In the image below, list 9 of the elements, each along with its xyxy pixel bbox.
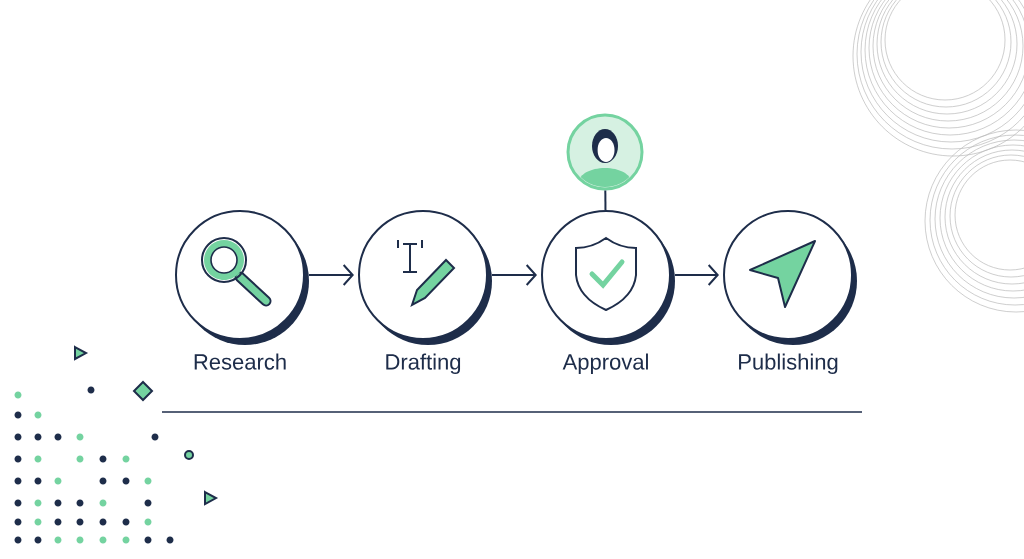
node-label: Drafting — [386, 353, 461, 375]
node-label: Research — [194, 353, 286, 370]
arrow — [491, 264, 537, 286]
avatar — [566, 113, 644, 191]
node-label: Approval — [562, 353, 648, 375]
connector-line — [604, 189, 607, 211]
arrow — [674, 264, 719, 286]
arrow — [308, 264, 354, 286]
node-label: Publishing — [739, 353, 838, 375]
